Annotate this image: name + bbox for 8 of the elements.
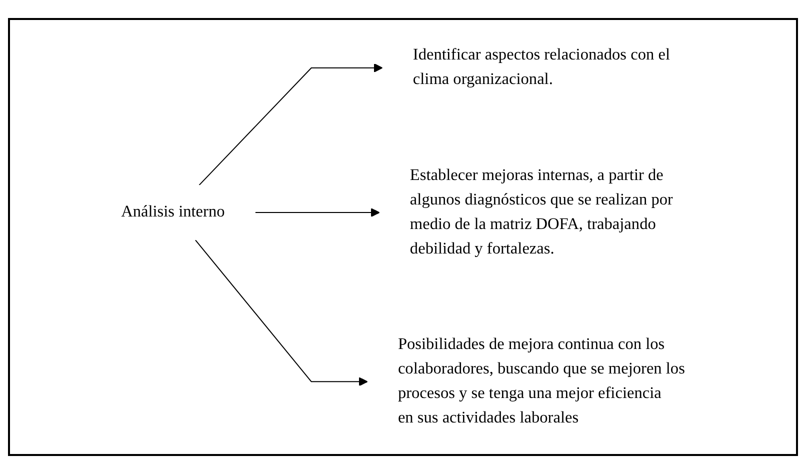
node-text: Identificar aspectos relacionados con el clima organizacional. bbox=[412, 46, 670, 88]
node-text: Análisis interno bbox=[121, 203, 225, 221]
diagram-frame: Análisis interno Identificar aspectos relacionados con el clima organizacional. Establecer mejoras internas, a partir de algunos diagnósticos que se realizan por medio de la matriz DOFA, trabajando debilidad y fortalezas. Posibilidades de mejora continua con los colaboradores, buscando que se mejoren los procesos y se tenga una mejor eficiencia en sus actividades laborales bbox=[8, 18, 798, 456]
arrow bbox=[255, 208, 380, 218]
arrow bbox=[198, 63, 383, 186]
node-text: Posibilidades de mejora continua con los colaboradores, buscando que se mejoren los procesos y se tenga una mejor eficiencia en sus actividades laborales bbox=[398, 336, 685, 426]
node-text: Establecer mejoras internas, a partir de algunos diagnósticos que se realizan por medio de la matriz DOFA, trabajando debilidad y fortalezas. bbox=[410, 166, 673, 258]
arrow bbox=[195, 240, 368, 386]
